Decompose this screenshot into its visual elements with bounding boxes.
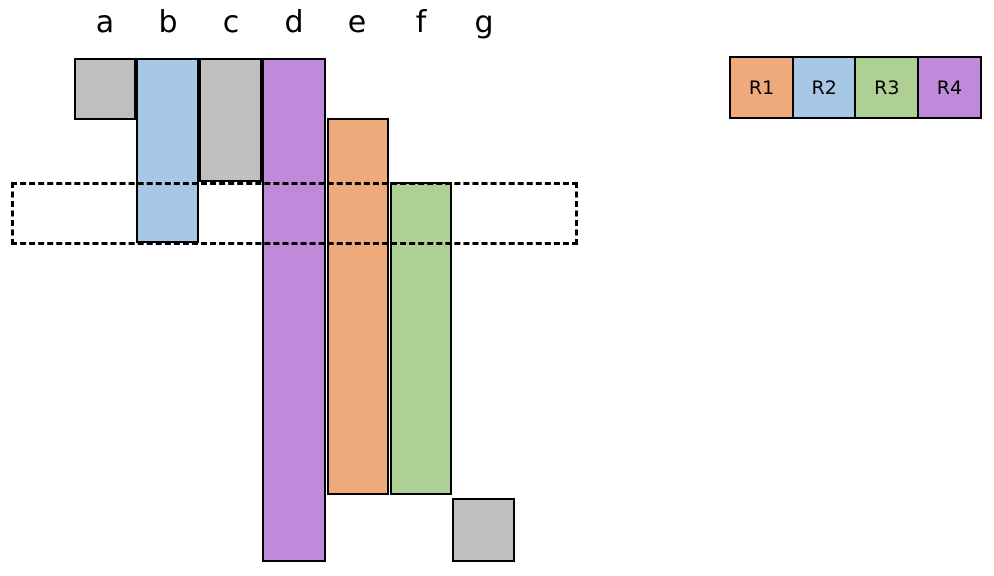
column-label-c: c [222,5,240,40]
legend-item-label: R1 [748,76,775,99]
legend-item-label: R3 [874,76,900,99]
bar-c [199,58,262,182]
legend-item-r3[interactable]: R3 [854,56,920,119]
bar-g [452,498,515,562]
legend-container: R1 R2 R3 R4 [729,56,982,119]
bar-f [390,182,452,495]
legend-item-r4[interactable]: R4 [916,56,982,119]
bar-b [136,58,199,243]
bar-d [262,58,326,562]
column-label-f: f [415,5,427,40]
legend-item-r1[interactable]: R1 [729,56,795,119]
legend-item-label: R4 [936,76,963,99]
column-label-a: a [95,5,115,40]
bar-a [74,58,136,120]
legend-item-r2[interactable]: R2 [791,56,857,119]
column-label-b: b [158,5,178,40]
column-label-e: e [347,5,367,40]
column-label-g: g [474,5,494,40]
bar-e [327,118,389,495]
legend-item-label: R2 [811,76,837,99]
column-label-d: d [284,5,304,40]
